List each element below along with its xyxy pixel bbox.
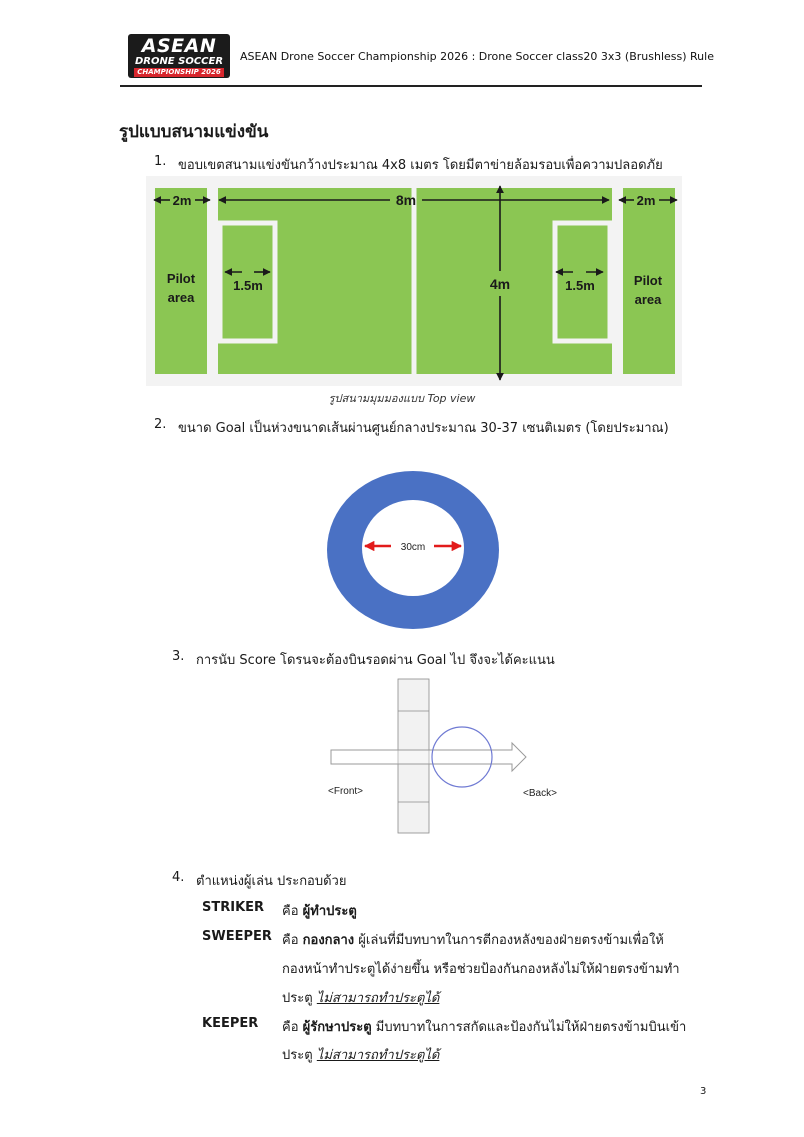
bold-segment: กองกลาง [302, 933, 355, 948]
role-striker: STRIKER [202, 900, 265, 915]
right-pilot-label-line2: area [635, 292, 663, 307]
item-2-number: 2. [154, 417, 167, 432]
logo-line-2: DRONE SOCCER [134, 56, 224, 67]
front-label: <Front> [328, 786, 363, 797]
left-pilot-label-line2: area [168, 290, 196, 305]
logo-line-3: CHAMPIONSHIP 2026 [134, 68, 224, 77]
championship-logo: ASEAN DRONE SOCCER CHAMPIONSHIP 2026 [128, 34, 230, 78]
bold-segment: ผู้ทำประตู [302, 904, 357, 919]
underlined-segment: ไม่สามารถทำประตูได้ [316, 991, 440, 1006]
goal-ring-hole [362, 500, 464, 596]
field-width-label: 4m [490, 276, 510, 292]
text-segment: คือ [282, 933, 303, 948]
item-2-text: ขนาด Goal เป็นห่วงขนาดเส้นผ่านศูนย์กลางป… [178, 421, 669, 436]
item-3-number: 3. [172, 649, 185, 664]
back-label: <Back> [523, 788, 557, 799]
keeper-desc-line-2: ประตู ไม่สามารถทำประตูได้ [282, 1044, 439, 1065]
bold-segment: ผู้รักษาประตู [302, 1020, 372, 1035]
right-goal-box [552, 220, 613, 344]
flight-direction-arrow [330, 741, 527, 773]
field-length-label: 8m [396, 192, 416, 208]
sweeper-desc-line-1: คือ กองกลาง ผู้เล่นที่มีบทบาทในการตีกองห… [282, 929, 664, 950]
right-pilot-area [623, 188, 675, 374]
left-goal-box [217, 220, 278, 344]
item-4-number: 4. [172, 870, 185, 885]
header-divider [120, 85, 702, 87]
page-number: 3 [700, 1086, 707, 1097]
left-box-label: 1.5m [233, 278, 263, 293]
text-segment: ประตู [282, 1048, 317, 1063]
left-width-label: 2m [173, 193, 192, 208]
logo-line-1: ASEAN [141, 35, 217, 57]
score-diagram: <Front> <Back> [328, 678, 557, 834]
text-segment: มีบทบาทในการสกัดและป้องกันไม่ให้ฝ่ายตรงข… [371, 1020, 687, 1035]
sweeper-desc-line-2: กองหน้าทำประตูได้ง่ายขึ้น หรือช่วยป้องกั… [282, 958, 680, 979]
item-1-text: ขอบเขตสนามแข่งขันกว้างประมาณ 4x8 เมตร โด… [178, 158, 663, 173]
striker-desc-line-1: คือ ผู้ทำประตู [282, 900, 357, 921]
goal-side-view [397, 678, 430, 834]
item-1-number: 1. [154, 154, 167, 169]
goal-diameter-label: 30cm [401, 542, 425, 553]
drone-circle [431, 726, 493, 788]
text-segment: คือ [282, 1020, 303, 1035]
right-box-label: 1.5m [565, 278, 595, 293]
section-title: รูปแบบสนามแข่งขัน [119, 122, 269, 142]
keeper-desc-line-1: คือ ผู้รักษาประตู มีบทบาทในการสกัดและป้อ… [282, 1016, 686, 1037]
text-segment: กองหน้าทำประตูได้ง่ายขึ้น หรือช่วยป้องกั… [282, 962, 680, 977]
text-segment: ผู้เล่นที่มีบทบาทในการตีกองหลังของฝ่ายตร… [354, 933, 664, 948]
right-width-label: 2m [637, 193, 656, 208]
role-keeper: KEEPER [202, 1016, 259, 1031]
right-pilot-label-line1: Pilot [634, 273, 663, 288]
item-4-text: ตำแหน่งผู้เล่น ประกอบด้วย [196, 874, 347, 889]
role-sweeper: SWEEPER [202, 929, 272, 944]
field-diagram-caption: รูปสนามมุมมองแบบ Top view [328, 392, 476, 405]
goal-ring-diagram: 30cm [327, 471, 499, 629]
text-segment: คือ [282, 904, 303, 919]
item-3-text: การนับ Score โดรนจะต้องบินรอดผ่าน Goal ไ… [196, 653, 555, 668]
sweeper-desc-line-3: ประตู ไม่สามารถทำประตูได้ [282, 987, 439, 1008]
underlined-segment: ไม่สามารถทำประตูได้ [316, 1048, 440, 1063]
left-pilot-area [155, 188, 207, 374]
text-segment: ประตู [282, 991, 317, 1006]
field-diagram: 2m 8m 2m 4m 1.5m 1.5m Pilot area Pilot a… [146, 176, 682, 386]
header-title: ASEAN Drone Soccer Championship 2026 : D… [240, 50, 714, 63]
left-pilot-label-line1: Pilot [167, 271, 196, 286]
